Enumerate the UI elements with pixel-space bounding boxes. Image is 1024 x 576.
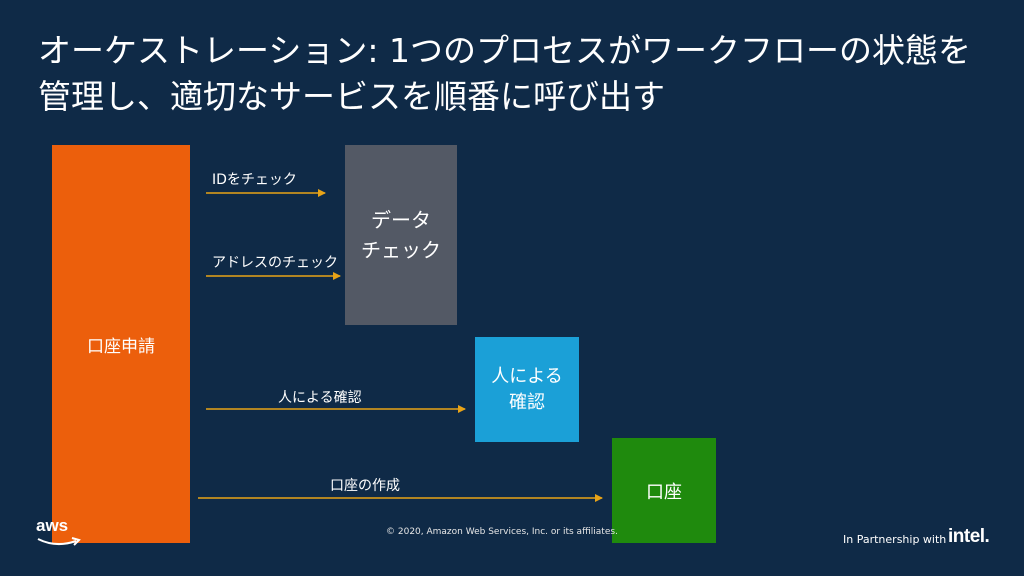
account-application-box: 口座申請 [52,145,190,543]
slide-title: オーケストレーション: 1つのプロセスがワークフローの状態を管理し、適切なサービ… [38,31,971,116]
aws-logo: aws [36,516,69,535]
human-check-box: 人による 確認 [475,337,579,442]
address-check-label: アドレスのチェック [212,255,338,271]
account-creation-label: 口座の作成 [330,478,400,494]
data-check-box: データ チェック [345,145,457,325]
account-box: 口座 [612,438,716,543]
id-check-label: IDをチェック [212,172,297,188]
partner-text: In Partnership with [843,533,947,546]
human-check-label: 人による確認 [278,390,362,406]
aws-smile-icon [37,537,81,546]
intel-logo: intel. [948,526,990,547]
copyright-notice: © 2020, Amazon Web Services, Inc. or its… [386,527,618,537]
